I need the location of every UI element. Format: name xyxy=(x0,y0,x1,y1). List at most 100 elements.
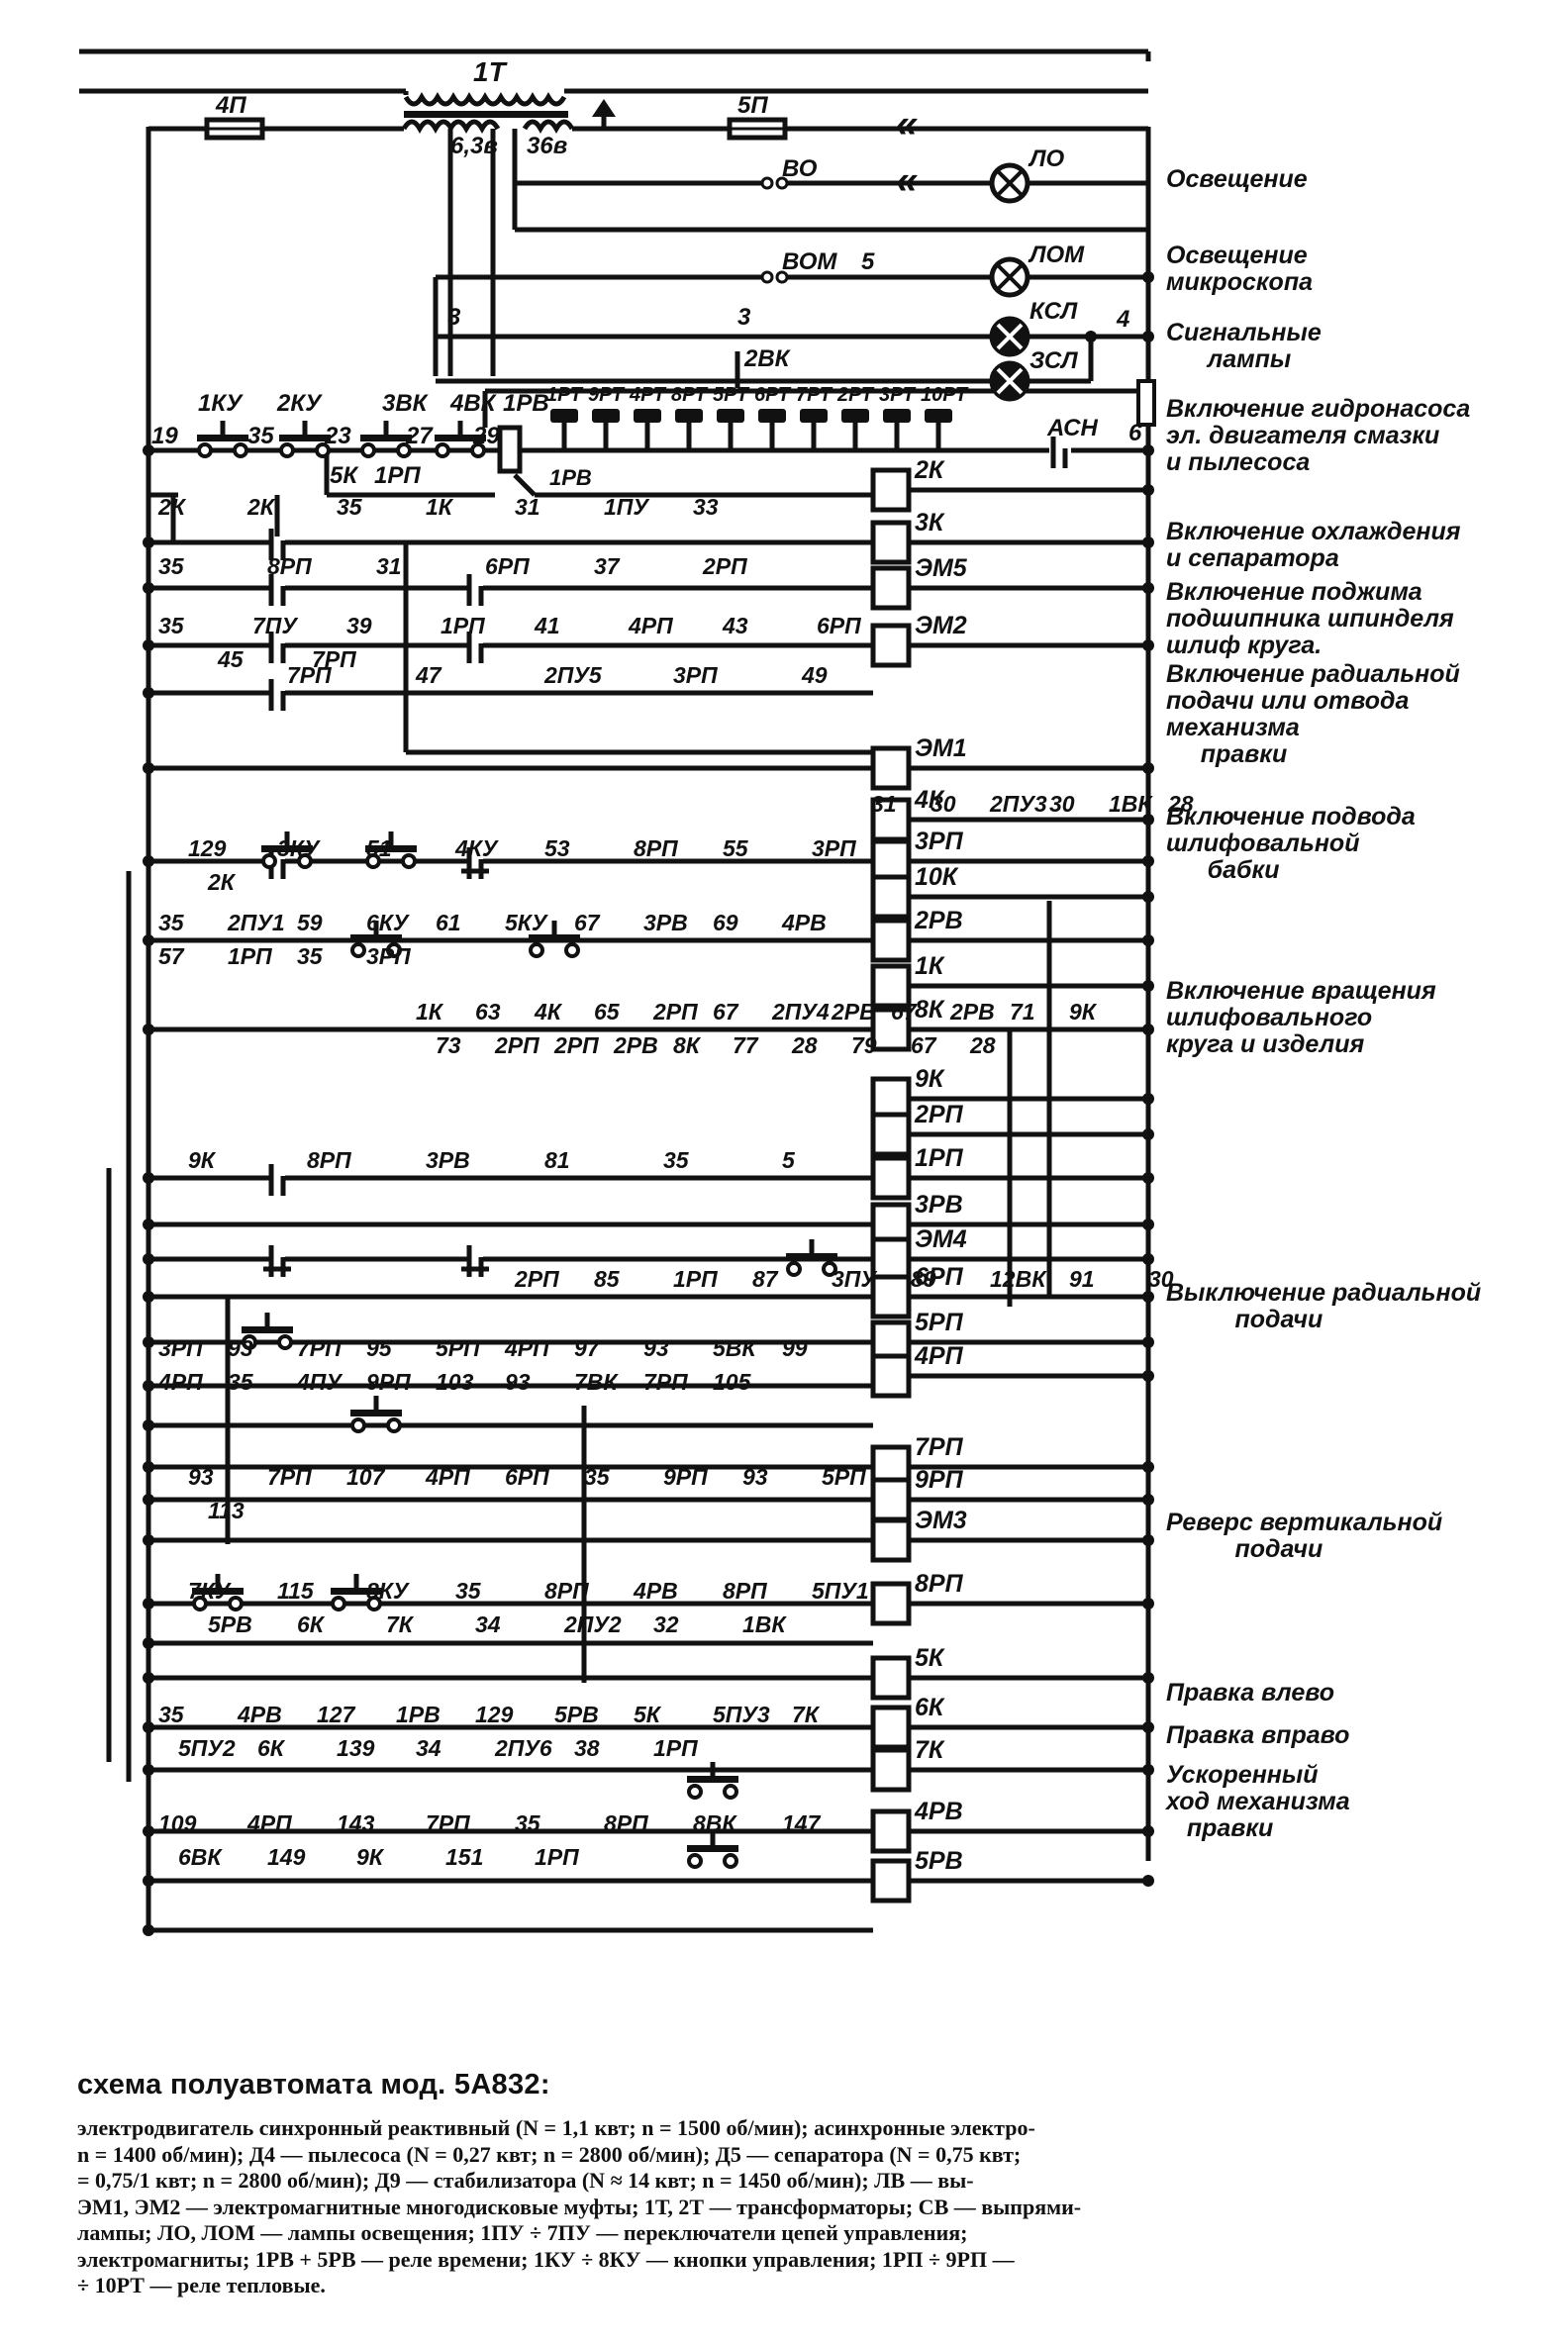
rung-label: 35 xyxy=(455,1578,482,1604)
rung-label: 67 xyxy=(574,910,601,935)
switch-label: 2ВК xyxy=(743,345,792,372)
relay-coil xyxy=(870,1155,912,1201)
ground-icon xyxy=(592,99,616,117)
junction-dot xyxy=(1142,639,1154,651)
button-bar xyxy=(365,845,417,852)
rung-label: 129 xyxy=(475,1702,514,1727)
junction-dot xyxy=(143,855,154,867)
rung-label: 139 xyxy=(337,1735,375,1761)
rung-label: 3КУ xyxy=(277,835,322,861)
button-terminal xyxy=(366,1596,382,1612)
button-terminal xyxy=(401,853,417,869)
rung-label: 87 xyxy=(752,1266,779,1292)
relay-coil xyxy=(870,1858,912,1904)
rung-label: 73 xyxy=(436,1032,461,1058)
circuit-description: Включение гидронасоса эл. двигателя смаз… xyxy=(1166,395,1471,476)
button-terminal xyxy=(261,853,277,869)
rung-label: 2К xyxy=(207,869,237,895)
rung-label: 149 xyxy=(267,1844,306,1870)
rung-label: 6К xyxy=(257,1735,286,1761)
rung-label: 8РП xyxy=(723,1578,767,1604)
junction-dot xyxy=(143,1380,154,1392)
coil-label: 3РП xyxy=(915,828,964,855)
coil-label: 8К xyxy=(915,996,945,1024)
circuit-description: Сигнальные лампы xyxy=(1166,319,1322,373)
relay-coil xyxy=(870,623,912,668)
junction-dot xyxy=(1142,1534,1154,1546)
rung-label: 9РП xyxy=(366,1369,411,1395)
lamp-cross xyxy=(996,367,1024,395)
button-terminal xyxy=(435,442,450,458)
thermal-relay-label: 5РТ xyxy=(713,384,750,406)
plug-icon: « xyxy=(896,158,918,202)
rung-label: 8РП xyxy=(267,553,312,579)
thermal-relay-icon xyxy=(717,409,744,423)
circuit-description: Правка вправо xyxy=(1166,1721,1350,1749)
rung-label: 6КУ xyxy=(366,910,411,935)
junction-dot xyxy=(143,687,154,699)
rung-label: 127 xyxy=(317,1702,356,1727)
fuse-label: 4П xyxy=(215,92,246,119)
relay-coil xyxy=(870,838,912,884)
rung-label: 30 xyxy=(931,791,956,817)
rung-label: 38 xyxy=(574,1735,600,1761)
rung-label: 31 xyxy=(871,791,897,817)
junction-dot xyxy=(1142,1721,1154,1733)
rung-label: 2РП xyxy=(553,1032,599,1058)
circuit-description: Освещение xyxy=(1166,165,1308,193)
coil-label: 5РП xyxy=(915,1309,964,1336)
button-bar xyxy=(687,1776,738,1783)
rung-label: 27 xyxy=(405,423,434,449)
rung-label: 8К xyxy=(673,1032,702,1058)
junction-dot xyxy=(143,1172,154,1184)
junction-dot xyxy=(143,1924,154,1936)
rung-label: 35 xyxy=(584,1464,611,1490)
relay-coil xyxy=(870,1007,912,1052)
rung-label: 93 xyxy=(643,1335,669,1361)
junction-dot xyxy=(1142,1494,1154,1506)
rung-label: 5ВК xyxy=(713,1335,757,1361)
switch-terminal xyxy=(760,176,774,190)
junction-dot xyxy=(1142,1370,1154,1382)
circuit-description: Выключение радиальной подачи xyxy=(1166,1279,1482,1333)
relay-coil xyxy=(497,425,523,474)
junction-dot xyxy=(143,444,154,456)
lamp-label: ЗСЛ xyxy=(1029,347,1078,374)
rung-label: 4РВ xyxy=(237,1702,282,1727)
circuit-description: Включение поджима подшипника шпинделя шл… xyxy=(1166,578,1454,659)
rung-label: 2ПУ5 xyxy=(543,662,603,688)
caption-line: ЭМ1, ЭМ2 — электромагнитные многодисковы… xyxy=(77,2194,1082,2219)
rung-label: 5РП xyxy=(822,1464,866,1490)
rung-label: 8РП xyxy=(634,835,678,861)
coil-label: ЭМ5 xyxy=(915,554,968,582)
button-bar xyxy=(350,934,402,941)
thermal-relay-icon xyxy=(883,409,911,423)
junction-dot xyxy=(1142,484,1154,496)
thermal-relay-label: 4РТ xyxy=(629,384,667,406)
rung-label: 31 xyxy=(376,553,402,579)
rung-label: 5ПУ2 xyxy=(178,1735,236,1761)
rung-label: 31 xyxy=(515,494,540,520)
rung-label: 7ПУ xyxy=(252,613,299,638)
junction-dot xyxy=(1142,1825,1154,1837)
transformer-tap: 36в xyxy=(527,133,567,159)
rung-label: 35 xyxy=(297,943,324,969)
rung-label: 91 xyxy=(1069,1266,1095,1292)
rung-label: 6РП xyxy=(817,613,861,638)
junction-dot xyxy=(143,639,154,651)
junction-dot xyxy=(1142,934,1154,946)
coil-label: 6РП xyxy=(915,1263,964,1291)
coil-label: 7РП xyxy=(915,1433,964,1461)
relay-coil xyxy=(870,963,912,1009)
caption-line: лампы; ЛО, ЛОМ — лампы освещения; 1ПУ ÷ … xyxy=(77,2220,968,2245)
junction-dot xyxy=(1085,331,1097,342)
junction-dot xyxy=(1142,814,1154,826)
rung-label: 3РВ xyxy=(426,1147,470,1173)
relay-coil xyxy=(870,520,912,565)
button-bar xyxy=(687,1845,738,1852)
relay-coil xyxy=(870,1274,912,1319)
rung-label: 107 xyxy=(346,1464,386,1490)
rung-label: 6ВК xyxy=(178,1844,223,1870)
coil-label: 1К xyxy=(915,952,945,980)
